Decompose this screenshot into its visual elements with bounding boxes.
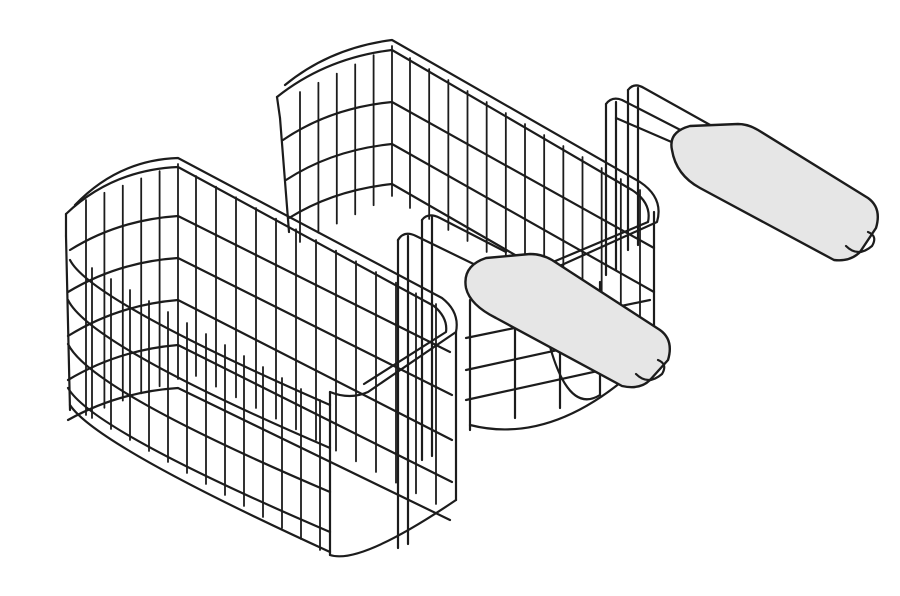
front-basket-handle [396,214,671,550]
front-basket-grid [85,163,437,551]
front-basket [64,156,671,558]
rear-basket [275,38,879,432]
rear-basket-handle [604,84,879,277]
rear-handle-grip [670,122,879,262]
front-handle-grip [464,252,671,389]
front-basket-frame [64,156,458,558]
